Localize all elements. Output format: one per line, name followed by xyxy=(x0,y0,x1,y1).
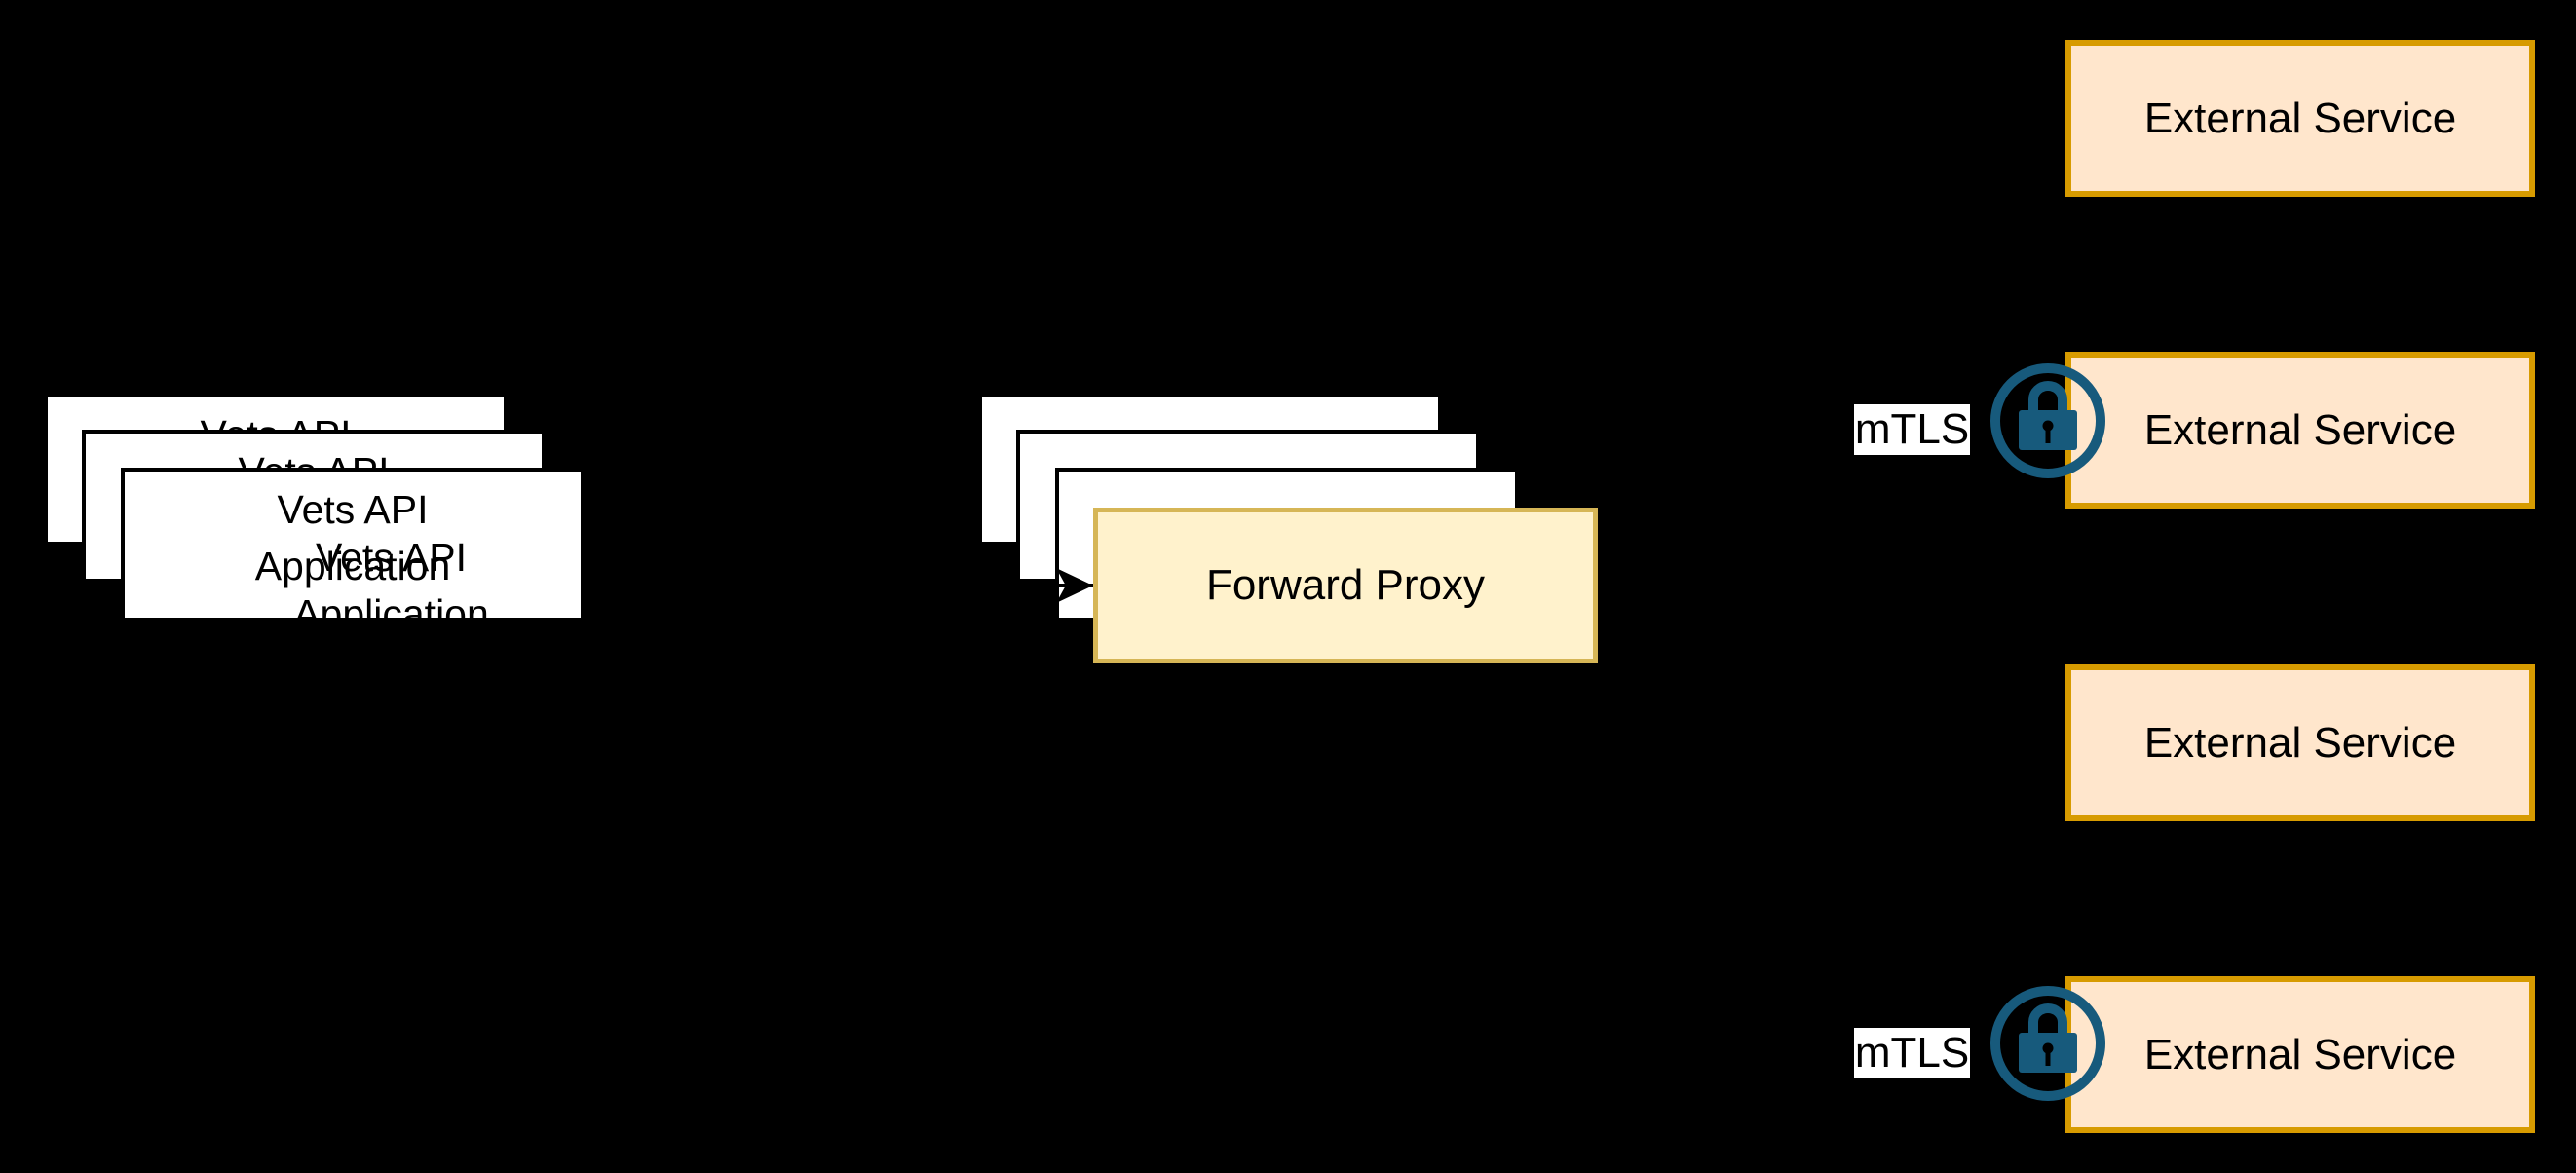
mtls-label: mTLS xyxy=(1854,1028,1970,1078)
forward-proxy-label: Forward Proxy xyxy=(1205,561,1486,609)
external-service-label: External Service xyxy=(2143,94,2457,142)
connector-line-vets-to-proxy xyxy=(614,584,1093,587)
external-service-box-3: External Service xyxy=(2065,664,2535,821)
external-service-box-1: External Service xyxy=(2065,40,2535,197)
external-service-label: External Service xyxy=(2143,718,2457,767)
lock-icon xyxy=(1990,986,2105,1101)
forward-proxy-box: Forward Proxy xyxy=(1093,508,1598,663)
lock-icon xyxy=(1990,363,2105,478)
external-service-box-2: External Service xyxy=(2065,352,2535,509)
mtls-label-text: mTLS xyxy=(1854,1029,1970,1077)
external-service-label: External Service xyxy=(2143,405,2457,454)
external-service-label: External Service xyxy=(2143,1030,2457,1078)
mtls-label-text: mTLS xyxy=(1854,405,1970,453)
external-service-box-4: External Service xyxy=(2065,976,2535,1133)
mtls-label: mTLS xyxy=(1854,404,1970,455)
